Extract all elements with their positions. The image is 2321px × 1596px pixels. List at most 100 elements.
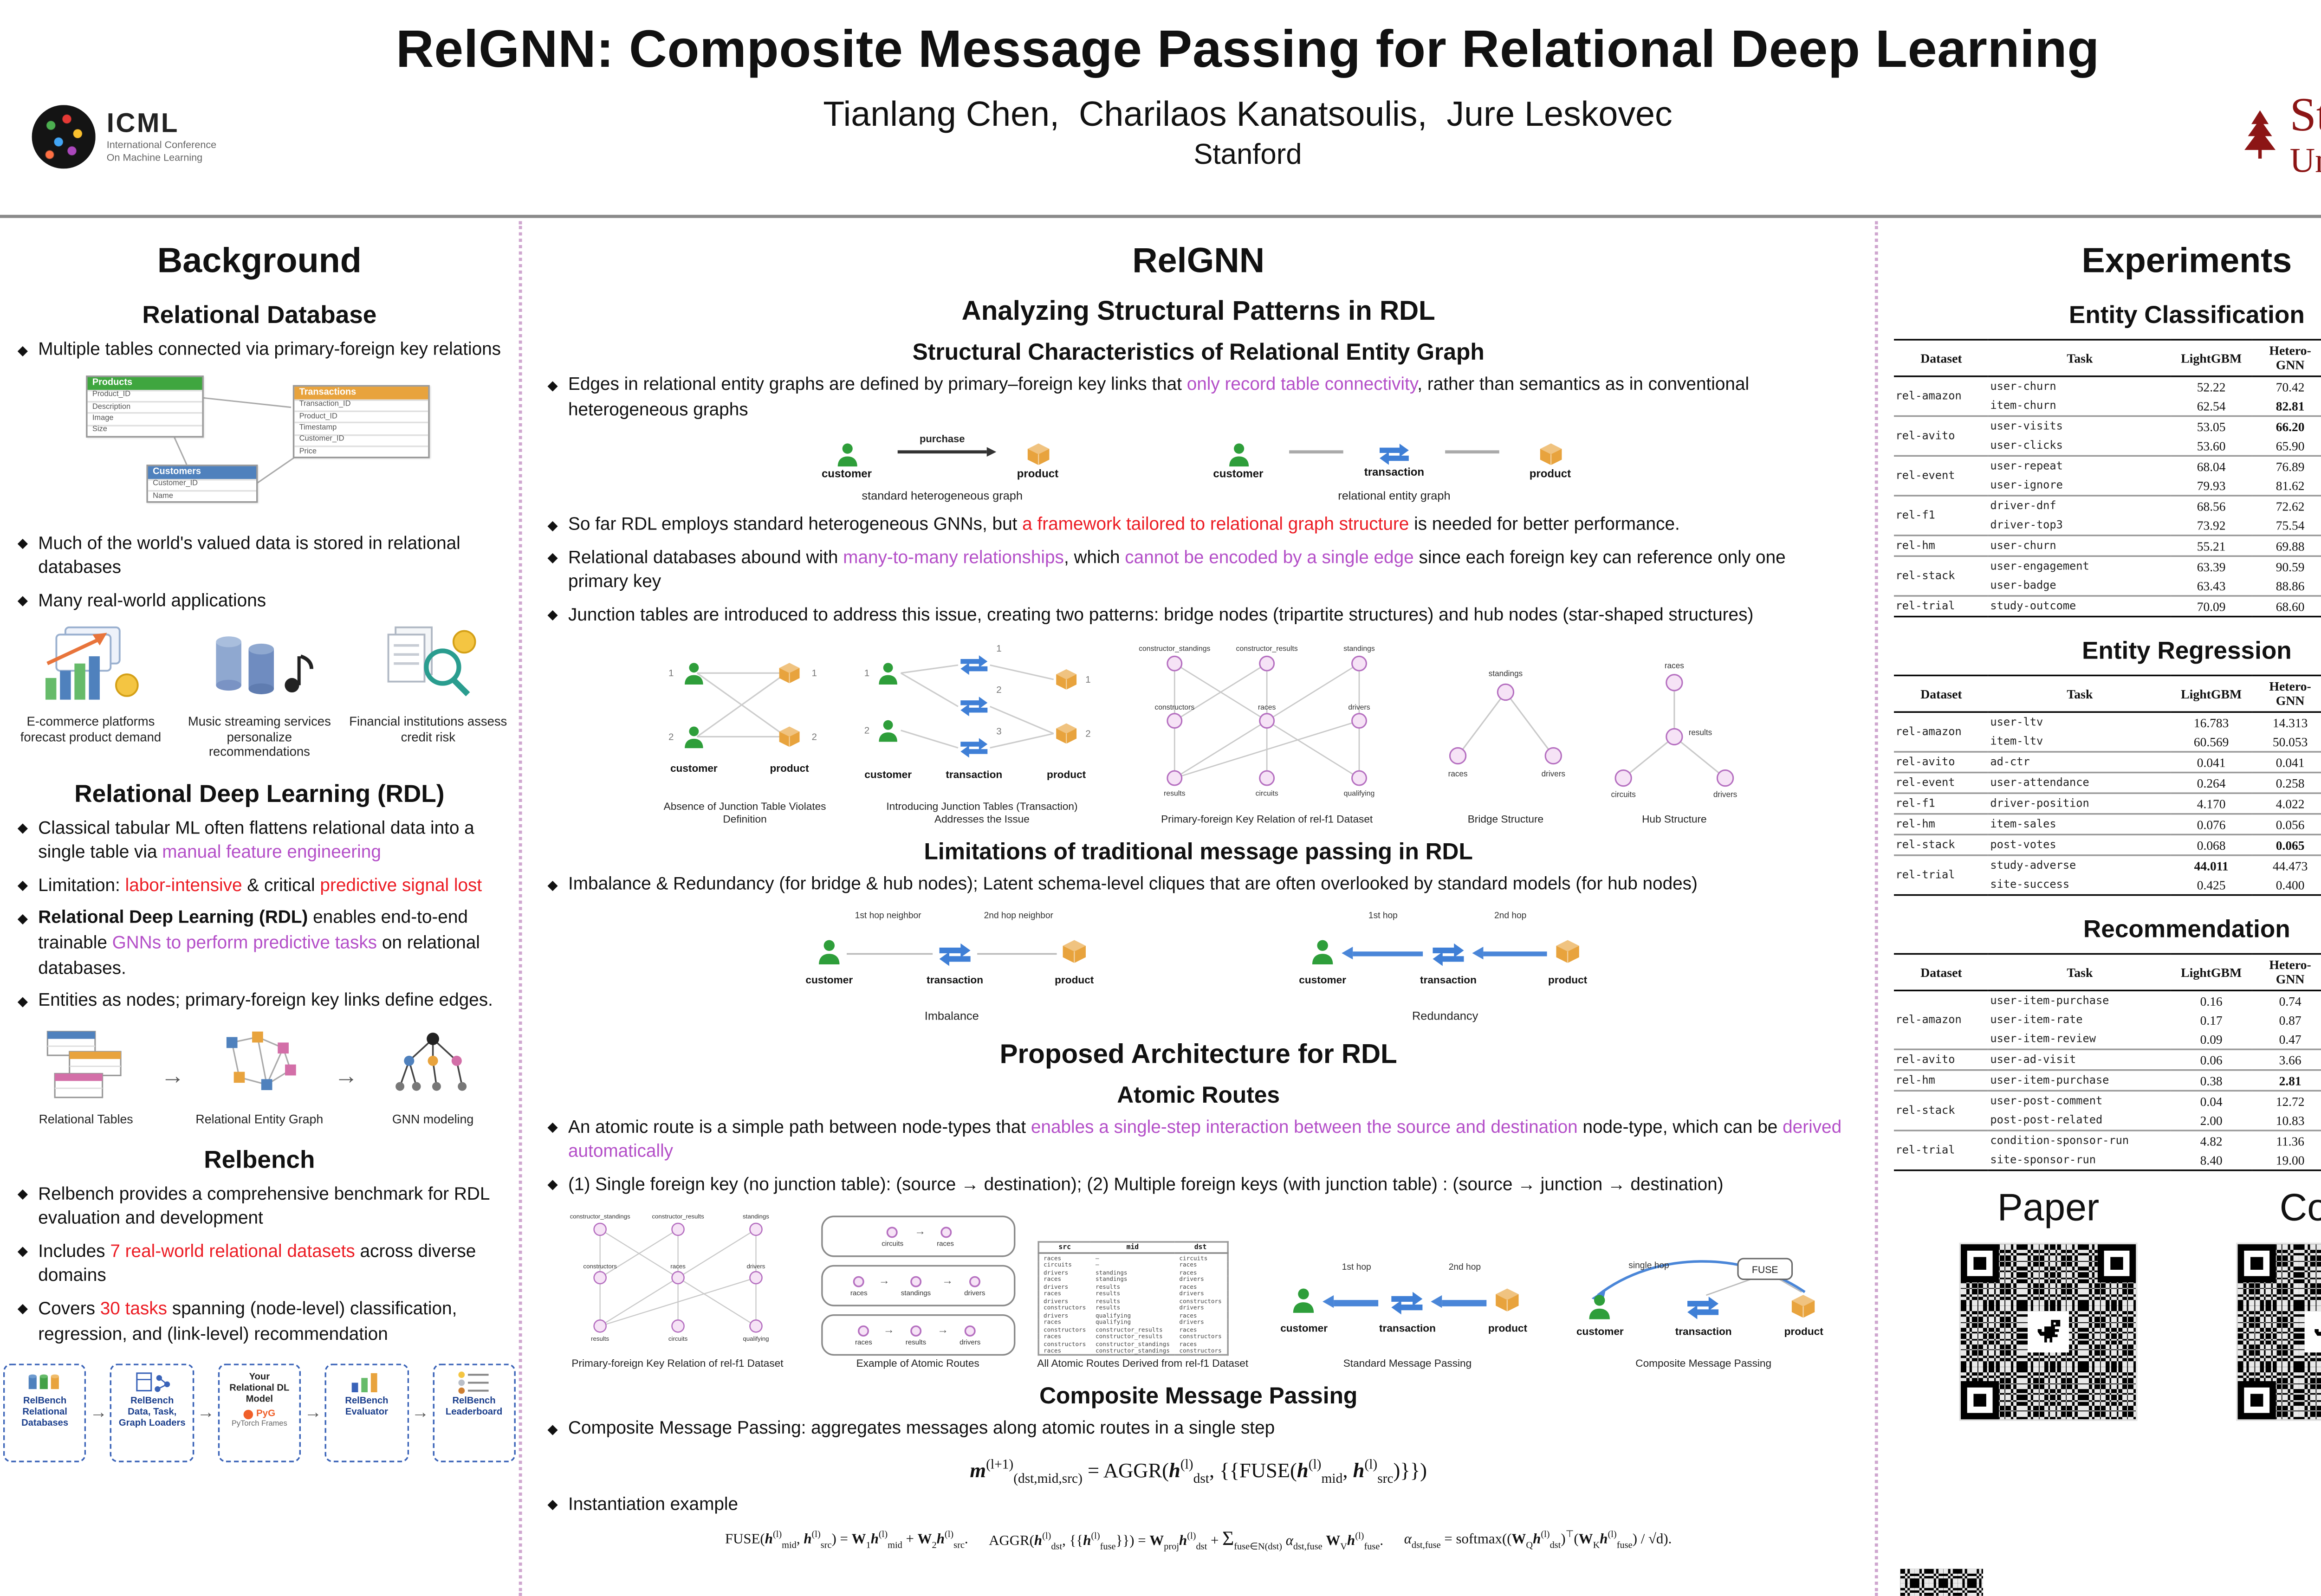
- svg-text:product: product: [1047, 769, 1086, 781]
- product-box-icon: [1024, 440, 1051, 467]
- loaders-icon: [135, 1372, 169, 1392]
- products-table: Products Product_ID Description Image Si…: [86, 375, 204, 438]
- relgnn-title: RelGNN: [1132, 240, 1265, 280]
- junction-patterns-row: 1 2 1 2 customer product Absence of Junc…: [538, 639, 1859, 828]
- svg-text:1: 1: [864, 669, 869, 679]
- paper-qr-code: [1959, 1243, 2138, 1422]
- paper-label: Paper: [1997, 1187, 2100, 1231]
- redundancy-figure: 1st hop 2nd hop customer transaction pro…: [1299, 911, 1588, 1023]
- background-title: Background: [157, 240, 362, 280]
- arrow-icon: [883, 1325, 895, 1337]
- code-qr-block: Code: [2236, 1188, 2321, 1422]
- transaction-arrows-icon: [1388, 1291, 1426, 1317]
- relbench-heading: Relbench: [204, 1146, 315, 1174]
- f1-schema-figure: Primary-foreign Key Relation of rel-f1 D…: [1124, 639, 1410, 828]
- paper-qr-block: Paper: [1959, 1187, 2138, 1422]
- application-caption: Music streaming services personalize rec…: [188, 715, 331, 760]
- arrow-icon: [879, 1276, 890, 1287]
- background-column: Background Relational Database Multiple …: [0, 221, 522, 1596]
- finance-application-figure: Financial institutions assess credit ris…: [347, 624, 509, 760]
- qr-section: Paper Code: [1878, 1187, 2321, 1422]
- composite-message-passing-heading: Composite Message Passing: [1039, 1385, 1358, 1410]
- fuse-equation: FUSE(h(l)mid, h(l)src) = W1h(l)mid + W2h…: [725, 1531, 968, 1551]
- bullet-rdb-2: Much of the world's valued data is store…: [18, 532, 501, 582]
- experiments-title: Experiments: [2081, 240, 2292, 280]
- edge: [1445, 451, 1499, 453]
- entity-graph-icon: [226, 1031, 296, 1090]
- icml-globe-icon: [32, 105, 96, 169]
- relational-database-heading: Relational Database: [142, 302, 377, 330]
- entity-classification-table: DatasetTaskLightGBMHetero-GNNRelGNN(ours…: [1878, 339, 2321, 618]
- entity-regression-heading: Entity Regression: [2081, 638, 2292, 666]
- standard-heterogeneous-graph-figure: customer purchase product standard heter…: [805, 433, 1079, 504]
- bullet-rdl-4: Entities as nodes; primary-foreign key l…: [18, 990, 501, 1014]
- pyg-icon: [243, 1410, 253, 1420]
- ecommerce-icon: [45, 627, 139, 700]
- arrow-icon: [334, 1063, 358, 1090]
- svg-text:customer: customer: [670, 763, 718, 775]
- relational-tables-icon: [46, 1030, 122, 1098]
- structural-characteristics-heading: Structural Characteristics of Relational…: [912, 340, 1485, 366]
- bullet-rdb-3: Many real-world applications: [18, 590, 501, 614]
- analyzing-heading: Analyzing Structural Patterns in RDL: [961, 296, 1435, 326]
- bullet-s3-2: (1) Single foreign key (no junction tabl…: [547, 1174, 1849, 1199]
- junction-tables-figure: 1 2 1 2 3 1 2 customer transaction produ…: [862, 644, 1101, 828]
- leaderboard-icon: [458, 1371, 488, 1394]
- arrow-icon: [942, 1276, 953, 1287]
- product-box-icon: [1493, 1286, 1522, 1315]
- bullet-rdb-1: Multiple tables connected via primary-fo…: [18, 339, 501, 363]
- gnn-modeling-figure: GNN modeling: [364, 1027, 501, 1126]
- svg-text:2: 2: [996, 685, 1001, 696]
- atomic-routes-heading: Atomic Routes: [1117, 1083, 1280, 1109]
- svg-text:2: 2: [864, 726, 869, 737]
- flow-caption: Relational Tables: [39, 1111, 133, 1126]
- application-caption: Financial institutions assess credit ris…: [349, 715, 507, 744]
- bullet-relbench-3: Covers 30 tasks spanning (node-level) cl…: [18, 1299, 501, 1348]
- atomic-route-example: races standings drivers: [821, 1266, 1015, 1307]
- svg-text:results: results: [1689, 728, 1712, 737]
- person-icon: [833, 440, 860, 467]
- proposed-architecture-heading: Proposed Architecture for RDL: [999, 1038, 1397, 1069]
- junction-tables-diagram: 1 2 1 2 3 1 2 customer transaction produ…: [864, 644, 1091, 781]
- person-icon: [1308, 937, 1337, 966]
- bullet-rdl-1: Classical tabular ML often flattens rela…: [18, 817, 501, 867]
- code-qr-code: [2236, 1243, 2321, 1422]
- bridge-structure-figure: standings races drivers Bridge Structure: [1433, 658, 1579, 828]
- experiment-table: DatasetTaskLightGBMHetero-GNNRelGNN(ours…: [1893, 339, 2321, 618]
- composite-message-passing-figure: FUSE single hop customer transaction pro…: [1567, 1254, 1841, 1372]
- customer-node: customer: [1197, 440, 1279, 480]
- bullet-s1-2: So far RDL employs standard heterogeneou…: [547, 514, 1849, 539]
- f1-schema-diagram: [1124, 639, 1410, 804]
- icml-subtitle-1: International Conference: [106, 140, 217, 152]
- transaction-arrows-icon: [1685, 1296, 1723, 1321]
- icml-name: ICML: [106, 108, 179, 139]
- person-icon: [1290, 1286, 1318, 1315]
- alpha-equation: αdst,fuse = softmax((WQh(l)dst)⊤(WKh(l)f…: [1404, 1531, 1672, 1552]
- finance-icon: [387, 627, 476, 697]
- bullet-s2-1: Imbalance & Redundancy (for bridge & hub…: [547, 874, 1849, 898]
- stanford-university-wordmark: University: [2289, 139, 2321, 180]
- svg-text:transaction: transaction: [946, 769, 1002, 781]
- product-box-icon: [1789, 1292, 1818, 1321]
- arrow-icon: [937, 1325, 948, 1337]
- relgnn-column: RelGNN Analyzing Structural Patterns in …: [522, 221, 1878, 1596]
- svg-text:2: 2: [668, 732, 674, 743]
- pyg-logo: PyG: [243, 1410, 275, 1420]
- arrow-icon: [90, 1403, 107, 1422]
- gnn-tree-icon: [395, 1032, 467, 1091]
- arrow-icon: [161, 1063, 184, 1090]
- entity-graph-comparison-row: customer purchase product standard heter…: [538, 433, 1859, 504]
- svg-text:FUSE: FUSE: [1752, 1265, 1779, 1276]
- recommendation-heading: Recommendation: [2083, 917, 2290, 944]
- rdl-heading: Relational Deep Learning (RDL): [74, 781, 445, 808]
- relational-entity-graph-figure: Relational Entity Graph: [191, 1027, 328, 1126]
- transaction-arrows-icon: [1377, 442, 1412, 465]
- stanford-wordmark: Stanford: [2289, 89, 2321, 142]
- transactions-table: Transactions Transaction_ID Product_ID T…: [292, 384, 430, 459]
- bullet-s4-2: Instantiation example: [547, 1494, 1849, 1518]
- person-icon: [1586, 1292, 1614, 1321]
